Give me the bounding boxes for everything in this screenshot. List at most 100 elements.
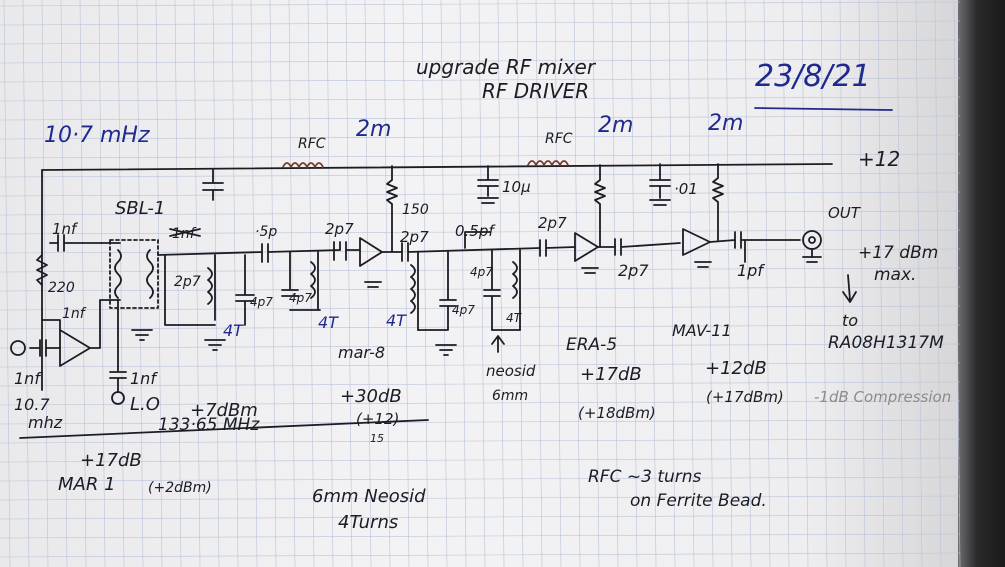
- turns-4t-a: 4T: [223, 321, 244, 340]
- cap-2p7-d: 2p7: [538, 214, 567, 232]
- in-freq-value: 10.7: [14, 395, 50, 414]
- grid-line-vertical: [858, 0, 866, 567]
- grid-line-horizontal: [0, 324, 961, 330]
- grid-line-vertical: [687, 0, 695, 567]
- cap-2p7-e: 2p7: [618, 261, 649, 280]
- grid-line-vertical: [896, 0, 904, 567]
- grid-line-vertical: [630, 0, 638, 567]
- coil-note-line2: 4Turns: [338, 512, 398, 533]
- coil-note-line1: 6mm Neosid: [312, 486, 426, 507]
- out-power-level: +17 dBm: [858, 243, 938, 263]
- grid-line-vertical: [174, 0, 182, 567]
- in-freq-unit: mhz: [28, 413, 63, 432]
- mav11-gain: +12dB: [705, 358, 767, 379]
- wire-marker-3: 2m: [708, 111, 743, 136]
- mar1-out: (+2dBm): [148, 480, 212, 496]
- cap-2p7-b: 2p7: [325, 220, 354, 238]
- grid-line-vertical: [497, 0, 505, 567]
- turns-4t-c: 4T: [386, 311, 407, 330]
- grid-line-horizontal: [0, 1, 961, 7]
- cap-2p7-a: 2p7: [174, 274, 201, 290]
- grid-line-vertical: [801, 0, 809, 567]
- grid-line-vertical: [478, 0, 486, 567]
- lo-freq: 133·65 MHz: [158, 415, 260, 435]
- grid-line-vertical: [820, 0, 828, 567]
- wire-marker-1: 2m: [356, 117, 391, 142]
- era5-out: (+18dBm): [578, 404, 656, 422]
- grid-line-vertical: [953, 0, 961, 567]
- grid-line-vertical: [839, 0, 847, 567]
- grid-line-vertical: [345, 0, 353, 567]
- grid-line-vertical: [326, 0, 334, 567]
- date: 23/8/21: [755, 59, 871, 94]
- grid-line-horizontal: [0, 77, 961, 83]
- cap-1nf-c: 1nf: [14, 369, 42, 388]
- cap-1nf-d: 1nf: [130, 369, 158, 388]
- grid-line-vertical: [250, 0, 258, 567]
- cap-4p7-d: 4p7: [470, 265, 493, 279]
- cap-10u: 10µ: [502, 178, 531, 196]
- cap-5p: ·5p: [255, 224, 277, 240]
- cap-1pf: 1pf: [737, 261, 765, 280]
- scratched-label: 1nf: [172, 226, 197, 242]
- grid-line-vertical: [877, 0, 885, 567]
- grid-line-horizontal: [0, 305, 961, 311]
- compression-note: -1dB Compression: [814, 388, 951, 406]
- rfc-label-2: RFC: [545, 131, 573, 147]
- grid-line-vertical: [307, 0, 315, 567]
- grid-line-vertical: [60, 0, 68, 567]
- grid-line-vertical: [41, 0, 49, 567]
- grid-line-horizontal: [0, 533, 961, 539]
- cap-1nf-a: 1nf: [52, 220, 79, 238]
- lo-label: L.O: [130, 394, 160, 415]
- turns-4t-b: 4T: [318, 313, 339, 332]
- cap-1nf-b: 1nf: [62, 306, 87, 322]
- grid-line-horizontal: [0, 191, 961, 197]
- grid-line-vertical: [763, 0, 771, 567]
- grid-line-vertical: [3, 0, 11, 567]
- grid-line-vertical: [440, 0, 448, 567]
- rfc-label-1: RFC: [298, 136, 326, 152]
- mar1-label: MAR 1: [58, 474, 116, 495]
- grid-line-horizontal: [0, 552, 961, 558]
- grid-line-vertical: [421, 0, 429, 567]
- grid-line-horizontal: [0, 153, 961, 159]
- input-freq: 10·7 mHz: [44, 123, 150, 148]
- lo-power: +7dBm: [190, 400, 258, 421]
- grid-line-vertical: [231, 0, 239, 567]
- grid-line-vertical: [136, 0, 144, 567]
- mar8-label: mar-8: [338, 343, 385, 362]
- out-label: OUT: [828, 204, 862, 222]
- res-220: 220: [48, 280, 75, 296]
- grid-line-vertical: [402, 0, 410, 567]
- grid-line-horizontal: [0, 514, 961, 520]
- grid-line-horizontal: [0, 210, 961, 216]
- grid-line-vertical: [782, 0, 790, 567]
- mav11-label: MAV-11: [672, 321, 732, 340]
- grid-line-vertical: [212, 0, 220, 567]
- grid-line-horizontal: [0, 20, 961, 26]
- grid-line-vertical: [155, 0, 163, 567]
- mar8-out: (+12): [356, 410, 399, 428]
- cap-4p7-b: 4p7: [289, 291, 312, 305]
- grid-line-horizontal: [0, 267, 961, 273]
- grid-line-vertical: [668, 0, 676, 567]
- grid-line-vertical: [535, 0, 543, 567]
- grid-line-vertical: [706, 0, 714, 567]
- grid-line-horizontal: [0, 476, 961, 482]
- res-150: 150: [402, 202, 429, 218]
- era5-gain: +17dB: [580, 364, 642, 385]
- grid-line-vertical: [383, 0, 391, 567]
- rfc-note-line1: RFC ~3 turns: [588, 467, 702, 487]
- mar8-gain: +30dB: [340, 386, 402, 407]
- grid-line-vertical: [611, 0, 619, 567]
- grid-line-vertical: [573, 0, 581, 567]
- out-power-note: max.: [874, 265, 916, 285]
- supply-label: +12: [858, 147, 900, 171]
- grid-line-horizontal: [0, 115, 961, 121]
- grid-line-horizontal: [0, 362, 961, 368]
- cap-2p7-c: 2p7: [400, 228, 429, 246]
- grid-line-horizontal: [0, 172, 961, 178]
- mar8-sub: 15: [370, 432, 384, 445]
